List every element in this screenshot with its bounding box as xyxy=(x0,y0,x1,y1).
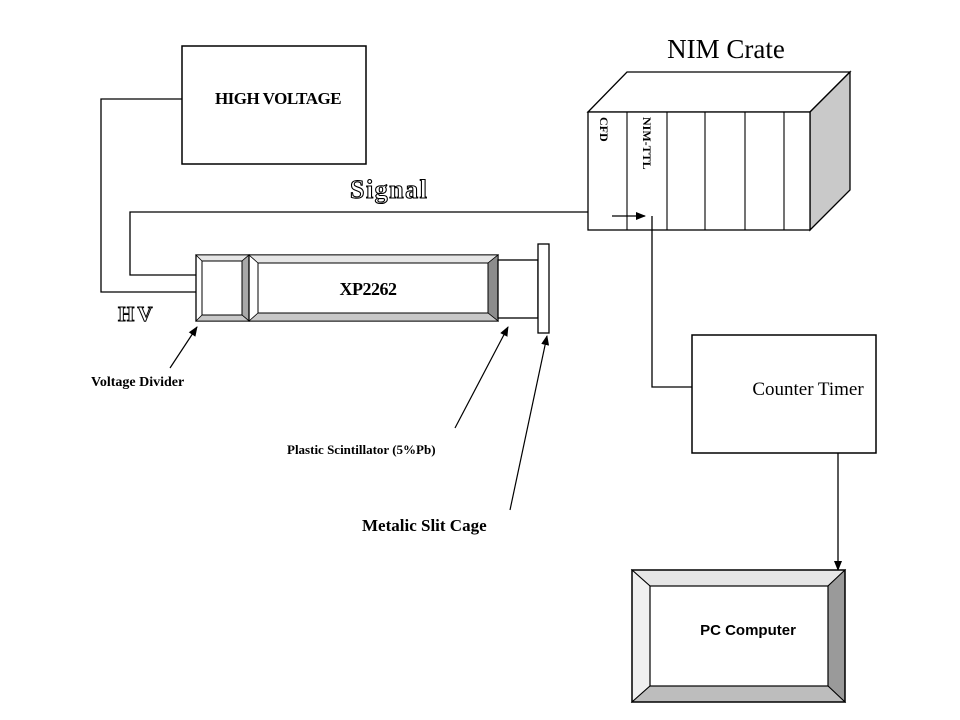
nim-crate-front xyxy=(587,111,811,231)
voltage-divider-block xyxy=(195,254,251,322)
voltage-divider-pointer xyxy=(169,326,198,369)
scintillator-block xyxy=(497,259,539,319)
hv-cable xyxy=(100,98,198,293)
counter-timer-label: Counter Timer xyxy=(752,379,864,400)
pc-computer-label: PC Computer xyxy=(700,622,796,639)
cfd-module-label: CFD xyxy=(597,117,611,142)
nim-crate-slots xyxy=(626,112,785,230)
pmt-label: XP2262 xyxy=(340,279,397,299)
metalic-slit-cage-label: Metalic Slit Cage xyxy=(362,516,487,535)
slit-cage-pointer xyxy=(509,335,550,511)
high-voltage-box: HIGH VOLTAGE xyxy=(181,45,367,165)
hv-label: HV xyxy=(118,302,156,326)
nim-crate-top xyxy=(586,71,852,113)
counter-timer-box: Counter Timer xyxy=(691,334,877,454)
signal-cable xyxy=(129,208,599,276)
pc-computer: PC Computer xyxy=(630,568,847,704)
pmt-block: XP2262 xyxy=(247,254,500,322)
voltage-divider-label: Voltage Divider xyxy=(91,375,184,390)
high-voltage-label: HIGH VOLTAGE xyxy=(215,89,341,108)
nim-ttl-module-label: NIM-TTL xyxy=(640,117,654,170)
scintillator-pointer xyxy=(454,326,509,429)
nim-crate: NIM Crate CFD NIM-TTL xyxy=(586,34,852,232)
signal-label: Signal xyxy=(350,175,428,204)
detector-assembly: XP2262 xyxy=(195,243,550,334)
slit-cage-plate xyxy=(537,243,550,334)
nim-crate-title: NIM Crate xyxy=(667,34,785,64)
plastic-scintillator-label: Plastic Scintillator (5%Pb) xyxy=(287,442,436,457)
